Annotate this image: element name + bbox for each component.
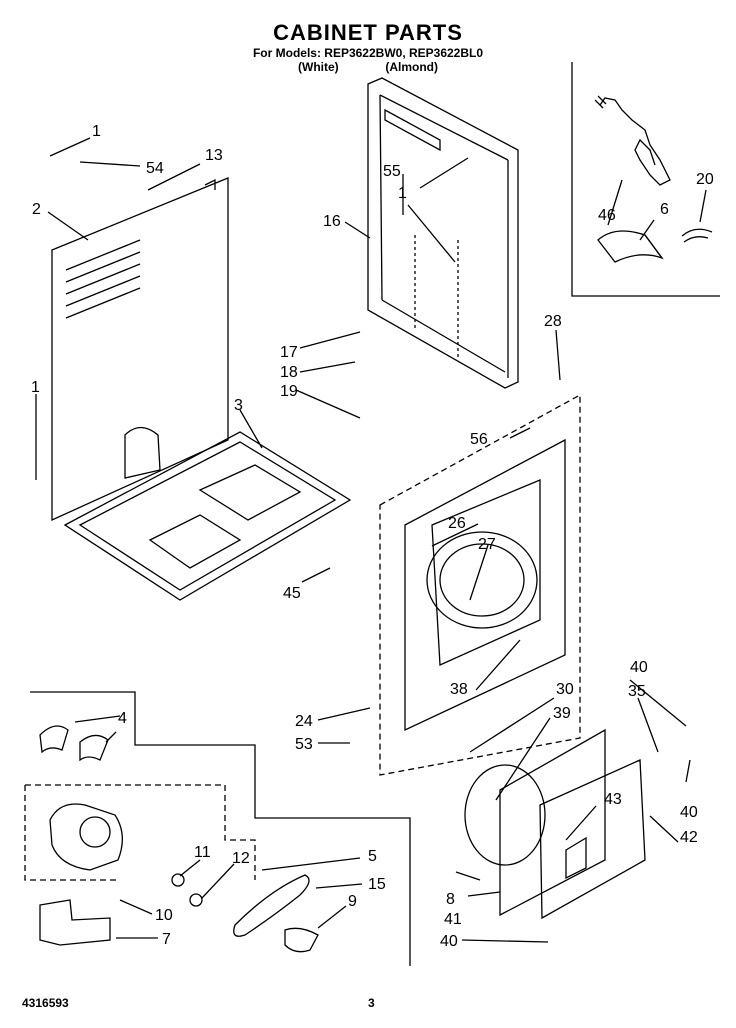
callout-30: 30: [556, 681, 574, 698]
clips-4: [39, 725, 109, 762]
pulley-12: [189, 893, 203, 907]
motor-mount: [39, 899, 111, 946]
callout-11: 11: [194, 844, 211, 861]
callout-17: 17: [280, 344, 298, 361]
page-number: 3: [368, 996, 375, 1010]
callout-1: 1: [92, 123, 101, 140]
door: [464, 728, 646, 920]
motor: [49, 803, 123, 871]
callout-20: 20: [696, 171, 714, 188]
callout-55: 55: [383, 163, 401, 180]
callout-41: 41: [444, 911, 462, 928]
callout-24: 24: [295, 713, 313, 730]
callout-8: 8: [446, 891, 455, 908]
callout-42: 42: [680, 829, 698, 846]
top-frame: [367, 77, 519, 389]
variants-line: (White) (Almond): [298, 60, 438, 74]
callout-27: 27: [478, 536, 496, 553]
callout-10: 10: [155, 907, 173, 924]
callout-56: 56: [470, 431, 488, 448]
callout-46: 46: [598, 207, 616, 224]
callout-18: 18: [280, 364, 298, 381]
callout-5: 5: [368, 848, 377, 865]
motor-section-divider: [30, 691, 411, 966]
callout-40: 40: [630, 659, 648, 676]
pulley-11: [171, 873, 185, 887]
motor-dashed-box: [24, 784, 256, 881]
callout-28: 28: [544, 313, 562, 330]
callout-labels: 1 54 13 2 1 3 55 1 16 17 18 19 28 56 26 …: [31, 123, 714, 950]
front-panel: [379, 393, 581, 776]
callout-6: 6: [660, 201, 669, 218]
callout-45: 45: [283, 585, 301, 602]
callout-9: 9: [348, 893, 357, 910]
models-line: For Models: REP3622BW0, REP3622BL0: [252, 46, 484, 60]
power-cord: [594, 95, 671, 186]
callout-1: 1: [398, 185, 407, 202]
callout-26: 26: [448, 515, 466, 532]
strain-relief: [597, 230, 664, 263]
drive-belt: [233, 874, 310, 937]
base: [63, 426, 352, 601]
callout-40: 40: [680, 804, 698, 821]
callout-1: 1: [31, 379, 40, 396]
part-number: 4316593: [22, 996, 69, 1010]
callout-15: 15: [368, 876, 386, 893]
callout-40: 40: [440, 933, 458, 950]
callout-2: 2: [32, 201, 41, 218]
callout-7: 7: [162, 931, 171, 948]
callout-4: 4: [118, 710, 127, 727]
callout-35: 35: [628, 683, 646, 700]
callout-53: 53: [295, 736, 313, 753]
callout-16: 16: [323, 213, 341, 230]
callout-39: 39: [553, 705, 571, 722]
rear-panel: [51, 177, 229, 522]
callout-12: 12: [232, 850, 250, 867]
callout-43: 43: [604, 791, 622, 808]
callout-38: 38: [450, 681, 468, 698]
idler-pulley: [284, 927, 319, 953]
callout-54: 54: [146, 160, 164, 177]
callout-3: 3: [234, 397, 243, 414]
leader-lines: [35, 137, 707, 943]
inset-box-outline: [571, 62, 720, 297]
callout-19: 19: [280, 383, 298, 400]
clip-20: [681, 228, 713, 243]
callout-13: 13: [205, 147, 223, 164]
diagram-title: CABINET PARTS: [273, 20, 463, 45]
